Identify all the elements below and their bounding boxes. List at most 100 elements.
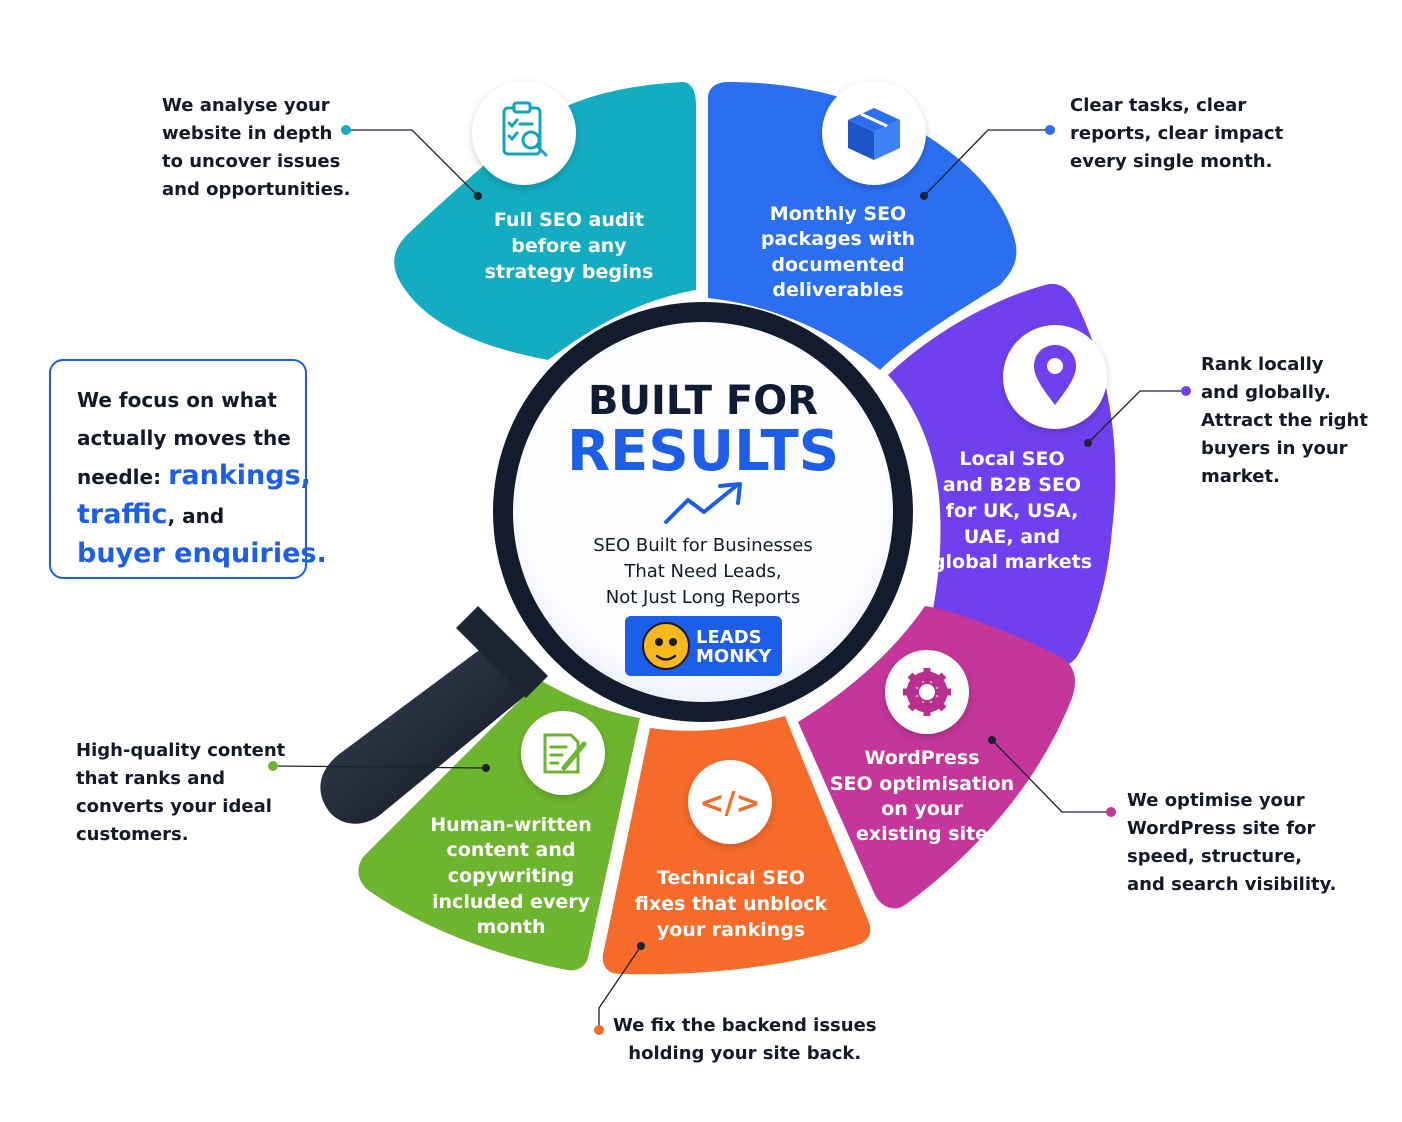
- focus-line-2: actually moves the: [77, 419, 295, 457]
- segment-wordpress: [798, 606, 1075, 909]
- callout-monthly-line: reports, clear impact: [1070, 123, 1284, 144]
- focus-highlight-enquiries: buyer enquiries.: [77, 538, 327, 569]
- callout-monthly-line: Clear tasks, clear: [1070, 95, 1247, 116]
- leader-local: [1087, 390, 1186, 444]
- leader-dot-content-inner: [482, 764, 490, 772]
- leader-wordpress: [991, 739, 1111, 813]
- callout-content-line: customers.: [76, 824, 189, 845]
- leader-dot-wordpress-inner: [988, 736, 996, 744]
- callout-wordpress: We optimise your WordPress site for spee…: [1127, 787, 1337, 899]
- leader-dot-audit-outer: [341, 125, 351, 135]
- subtitle-line-3: Not Just Long Reports: [606, 587, 800, 608]
- segment-monthly-line-1: Monthly SEO: [770, 203, 906, 225]
- segment-local-line-1: Local SEO: [959, 448, 1064, 470]
- segment-wordpress-line-3: on your: [881, 798, 963, 820]
- brand-line-2: MONKY: [696, 646, 772, 667]
- monkey-logo-icon: [642, 622, 690, 670]
- focus-box: We focus on what actually moves the need…: [49, 359, 327, 579]
- brand-badge: LEADS MONKY: [625, 616, 782, 676]
- trend-up-icon: [664, 484, 738, 524]
- focus-line-1: We focus on what: [77, 381, 295, 419]
- leader-technical: [598, 945, 642, 1030]
- focus-line-4: traffic, and: [77, 496, 295, 535]
- callout-audit-line: website in depth: [162, 123, 333, 144]
- callout-content-line: converts your ideal: [76, 796, 272, 817]
- title-line-2: RESULTS: [567, 419, 839, 484]
- callout-local-line: buyers in your: [1201, 438, 1348, 459]
- badge-audit: [472, 81, 576, 185]
- segment-local-line-3: for UK, USA,: [946, 500, 1079, 522]
- callout-wordpress-line: and search visibility.: [1127, 874, 1337, 895]
- callout-content-line: that ranks and: [76, 768, 226, 789]
- segment-technical-line-1: Technical SEO: [657, 867, 805, 889]
- callout-technical-line: We fix the backend issues: [613, 1015, 877, 1036]
- gear-icon: [903, 668, 951, 716]
- segment-wordpress-line-4: existing site: [856, 823, 988, 845]
- badge-technical: </>: [688, 760, 772, 844]
- segment-technical-line-2: fixes that unblock: [635, 893, 828, 915]
- callout-audit-line: and opportunities.: [162, 179, 351, 200]
- package-box-icon: [848, 108, 900, 160]
- focus-line-3: needle: rankings,: [77, 457, 311, 496]
- callout-local-line: Rank locally: [1201, 354, 1324, 375]
- leader-dot-audit-inner: [474, 192, 482, 200]
- callout-content-line: High-quality content: [76, 740, 286, 761]
- leader-audit: [346, 129, 479, 197]
- segment-content-line-5: month: [477, 916, 546, 938]
- segment-monthly-line-3: documented: [771, 254, 904, 276]
- badge-content: [521, 711, 605, 795]
- callout-audit-line: to uncover issues: [162, 151, 341, 172]
- leader-dot-technical-inner: [637, 942, 645, 950]
- segment-audit-line-3: strategy begins: [485, 261, 654, 283]
- segment-local-line-5: global markets: [932, 551, 1092, 573]
- brand-line-1: LEADS: [696, 627, 762, 648]
- leader-dot-content-outer: [268, 761, 278, 771]
- callout-wordpress-line: We optimise your: [1127, 790, 1305, 811]
- segment-content-line-3: copywriting: [448, 865, 574, 887]
- leader-monthly: [923, 129, 1050, 197]
- callout-monthly-line: every single month.: [1070, 151, 1273, 172]
- focus-text: We focus on what: [77, 388, 277, 412]
- magnifier-collar: [456, 606, 548, 698]
- segment-audit: [394, 82, 696, 360]
- leader-dot-monthly-inner: [920, 192, 928, 200]
- callout-audit: We analyse your website in depth to unco…: [162, 92, 350, 204]
- document-pen-icon: [543, 733, 587, 774]
- leader-dot-local-outer: [1181, 386, 1191, 396]
- leader-content: [272, 765, 487, 769]
- badge-wordpress: [885, 650, 969, 734]
- callout-monthly: Clear tasks, clear reports, clear impact…: [1070, 92, 1283, 176]
- callout-audit-line: We analyse your: [162, 95, 330, 116]
- center-panel: BUILT FOR RESULTS SEO Built for Business…: [567, 378, 839, 676]
- leader-dot-technical-outer: [594, 1025, 604, 1035]
- leader-dot-monthly-outer: [1045, 125, 1055, 135]
- segment-content-line-2: content and: [447, 839, 576, 861]
- segment-wordpress-line-2: SEO optimisation: [830, 773, 1014, 795]
- clipboard-search-icon: [502, 101, 548, 157]
- segment-technical: [602, 716, 871, 975]
- segment-content-line-1: Human-written: [430, 814, 591, 836]
- segment-audit-line-1: Full SEO audit: [494, 209, 644, 231]
- subtitle-line-2: That Need Leads,: [623, 561, 781, 582]
- focus-highlight-rankings: rankings,: [168, 460, 311, 491]
- badge-local: [1003, 325, 1107, 429]
- trend-arrowhead-icon: [718, 482, 742, 505]
- segment-technical-line-3: your rankings: [657, 919, 805, 941]
- callout-local-line: and globally.: [1201, 382, 1331, 403]
- callout-wordpress-line: WordPress site for: [1127, 818, 1316, 839]
- segment-local-line-4: UAE, and: [964, 526, 1060, 548]
- segment-monthly: [708, 82, 1017, 370]
- focus-text: , and: [167, 504, 225, 528]
- segment-ring: [358, 82, 1116, 975]
- focus-line-5: buyer enquiries.: [77, 535, 327, 574]
- leader-dot-local-inner: [1084, 439, 1092, 447]
- title-line-1: BUILT FOR: [588, 378, 818, 424]
- segment-local-line-2: and B2B SEO: [943, 474, 1081, 496]
- focus-text: needle:: [77, 465, 169, 489]
- badge-monthly: [822, 81, 926, 185]
- map-pin-icon: [1034, 345, 1076, 405]
- focus-highlight-traffic: traffic: [77, 499, 168, 530]
- callout-technical-line: holding your site back.: [628, 1043, 862, 1064]
- callout-local: Rank locally and globally. Attract the r…: [1201, 351, 1368, 491]
